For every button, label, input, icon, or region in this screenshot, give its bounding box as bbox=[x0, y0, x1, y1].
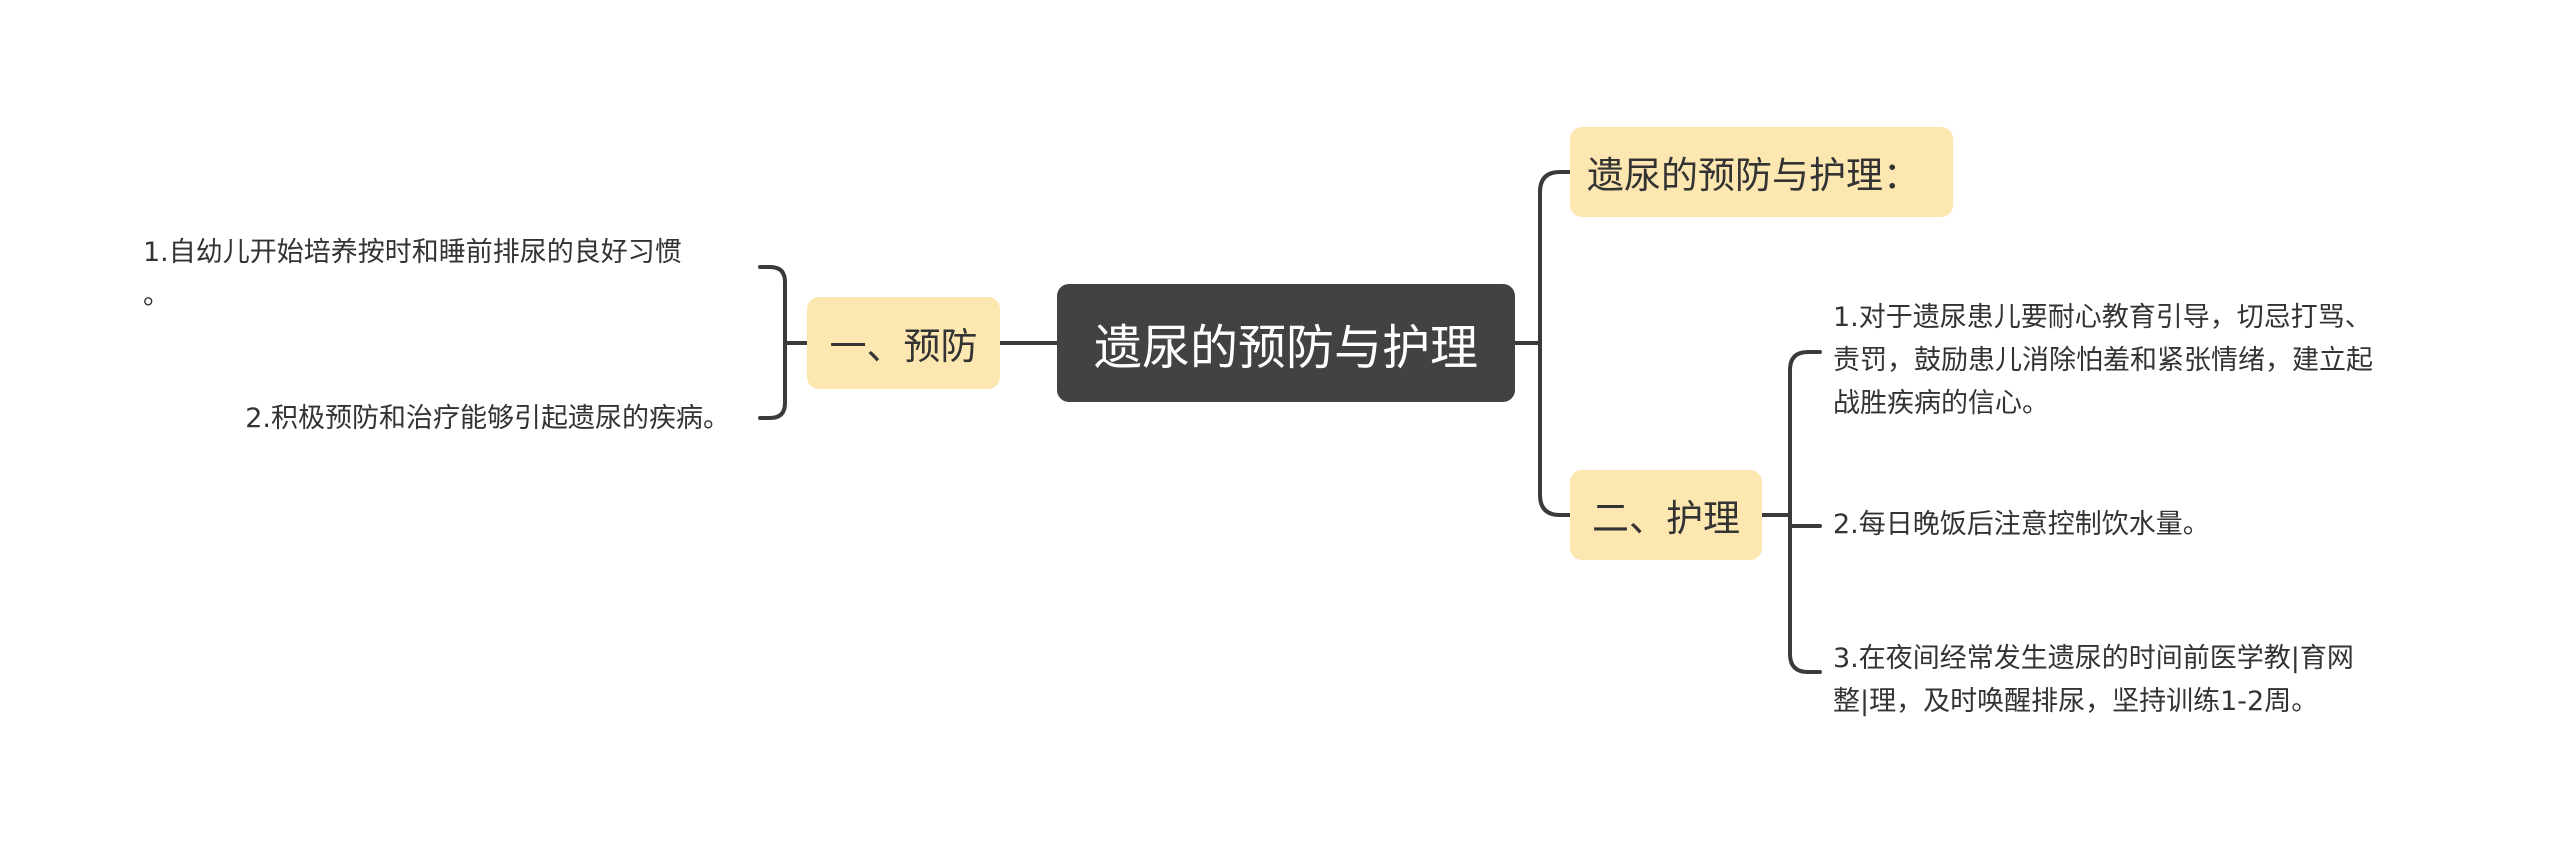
connector-left-spine bbox=[758, 265, 787, 420]
prevention-item-2-line: 2.积极预防和治疗能够引起遗尿的疾病。 bbox=[245, 403, 730, 434]
care-item-3-line: 3.在夜间经常发生遗尿的时间前医学教|育网 bbox=[1833, 643, 2354, 674]
care-node: 二、护理 bbox=[1570, 470, 1762, 560]
intro-node: 遗尿的预防与护理： bbox=[1570, 127, 1953, 217]
care-item-1-line: 战胜疾病的信心。 bbox=[1833, 388, 2049, 419]
connector-care-spine bbox=[1788, 350, 1822, 674]
prevention-node-label: 一、预防 bbox=[829, 325, 978, 368]
connector-right-spine bbox=[1538, 170, 1572, 517]
prevention-item-2: 2.积极预防和治疗能够引起遗尿的疾病。 bbox=[245, 397, 730, 440]
prevention-node: 一、预防 bbox=[807, 297, 1000, 389]
care-item-3-line: 整|理，及时唤醒排尿，坚持训练1-2周。 bbox=[1833, 686, 2319, 717]
care-item-1-line: 1.对于遗尿患儿要耐心教育引导，切忌打骂、 bbox=[1833, 302, 2372, 333]
root-node-label: 遗尿的预防与护理 bbox=[1093, 320, 1478, 376]
prevention-item-1-line: 1.自幼儿开始培养按时和睡前排尿的良好习惯 bbox=[143, 237, 682, 268]
care-item-1: 1.对于遗尿患儿要耐心教育引导，切忌打骂、 责罚，鼓励患儿消除怕羞和紧张情绪，建… bbox=[1833, 296, 2373, 425]
prevention-item-1: 1.自幼儿开始培养按时和睡前排尿的良好习惯 。 bbox=[143, 231, 682, 317]
intro-node-label: 遗尿的预防与护理： bbox=[1587, 154, 1920, 197]
care-node-label: 二、护理 bbox=[1592, 497, 1740, 540]
root-node: 遗尿的预防与护理 bbox=[1057, 284, 1515, 402]
care-item-3: 3.在夜间经常发生遗尿的时间前医学教|育网 整|理，及时唤醒排尿，坚持训练1-2… bbox=[1833, 637, 2354, 723]
prevention-item-1-line: 。 bbox=[143, 280, 170, 311]
care-item-2: 2.每日晚饭后注意控制饮水量。 bbox=[1833, 503, 2210, 546]
care-item-2-line: 2.每日晚饭后注意控制饮水量。 bbox=[1833, 509, 2210, 540]
care-item-1-line: 责罚，鼓励患儿消除怕羞和紧张情绪，建立起 bbox=[1833, 345, 2373, 376]
